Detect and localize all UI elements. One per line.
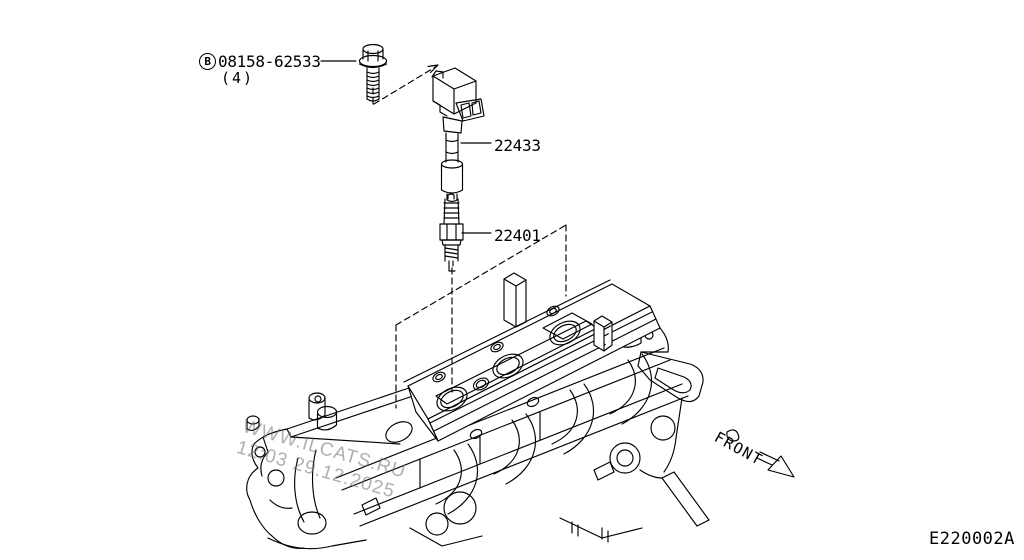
projection-arrowhead (427, 64, 439, 74)
spark-plug-part-label: 22401 (494, 226, 541, 245)
front-arrow-icon (756, 451, 795, 478)
engine-drawing (246, 272, 740, 550)
bolt-drawing (358, 43, 388, 102)
bolt-part-number: 08158-62533 (218, 52, 321, 71)
leader-lines (320, 60, 492, 234)
coil-part-label: 22433 (494, 136, 541, 155)
spark-plug-drawing (439, 193, 464, 272)
bolt-quantity: (4) (221, 69, 255, 87)
circled-b-badge: B (199, 53, 216, 70)
diagram-code: E220002A (929, 529, 1015, 549)
ignition-coil-drawing (431, 67, 485, 203)
